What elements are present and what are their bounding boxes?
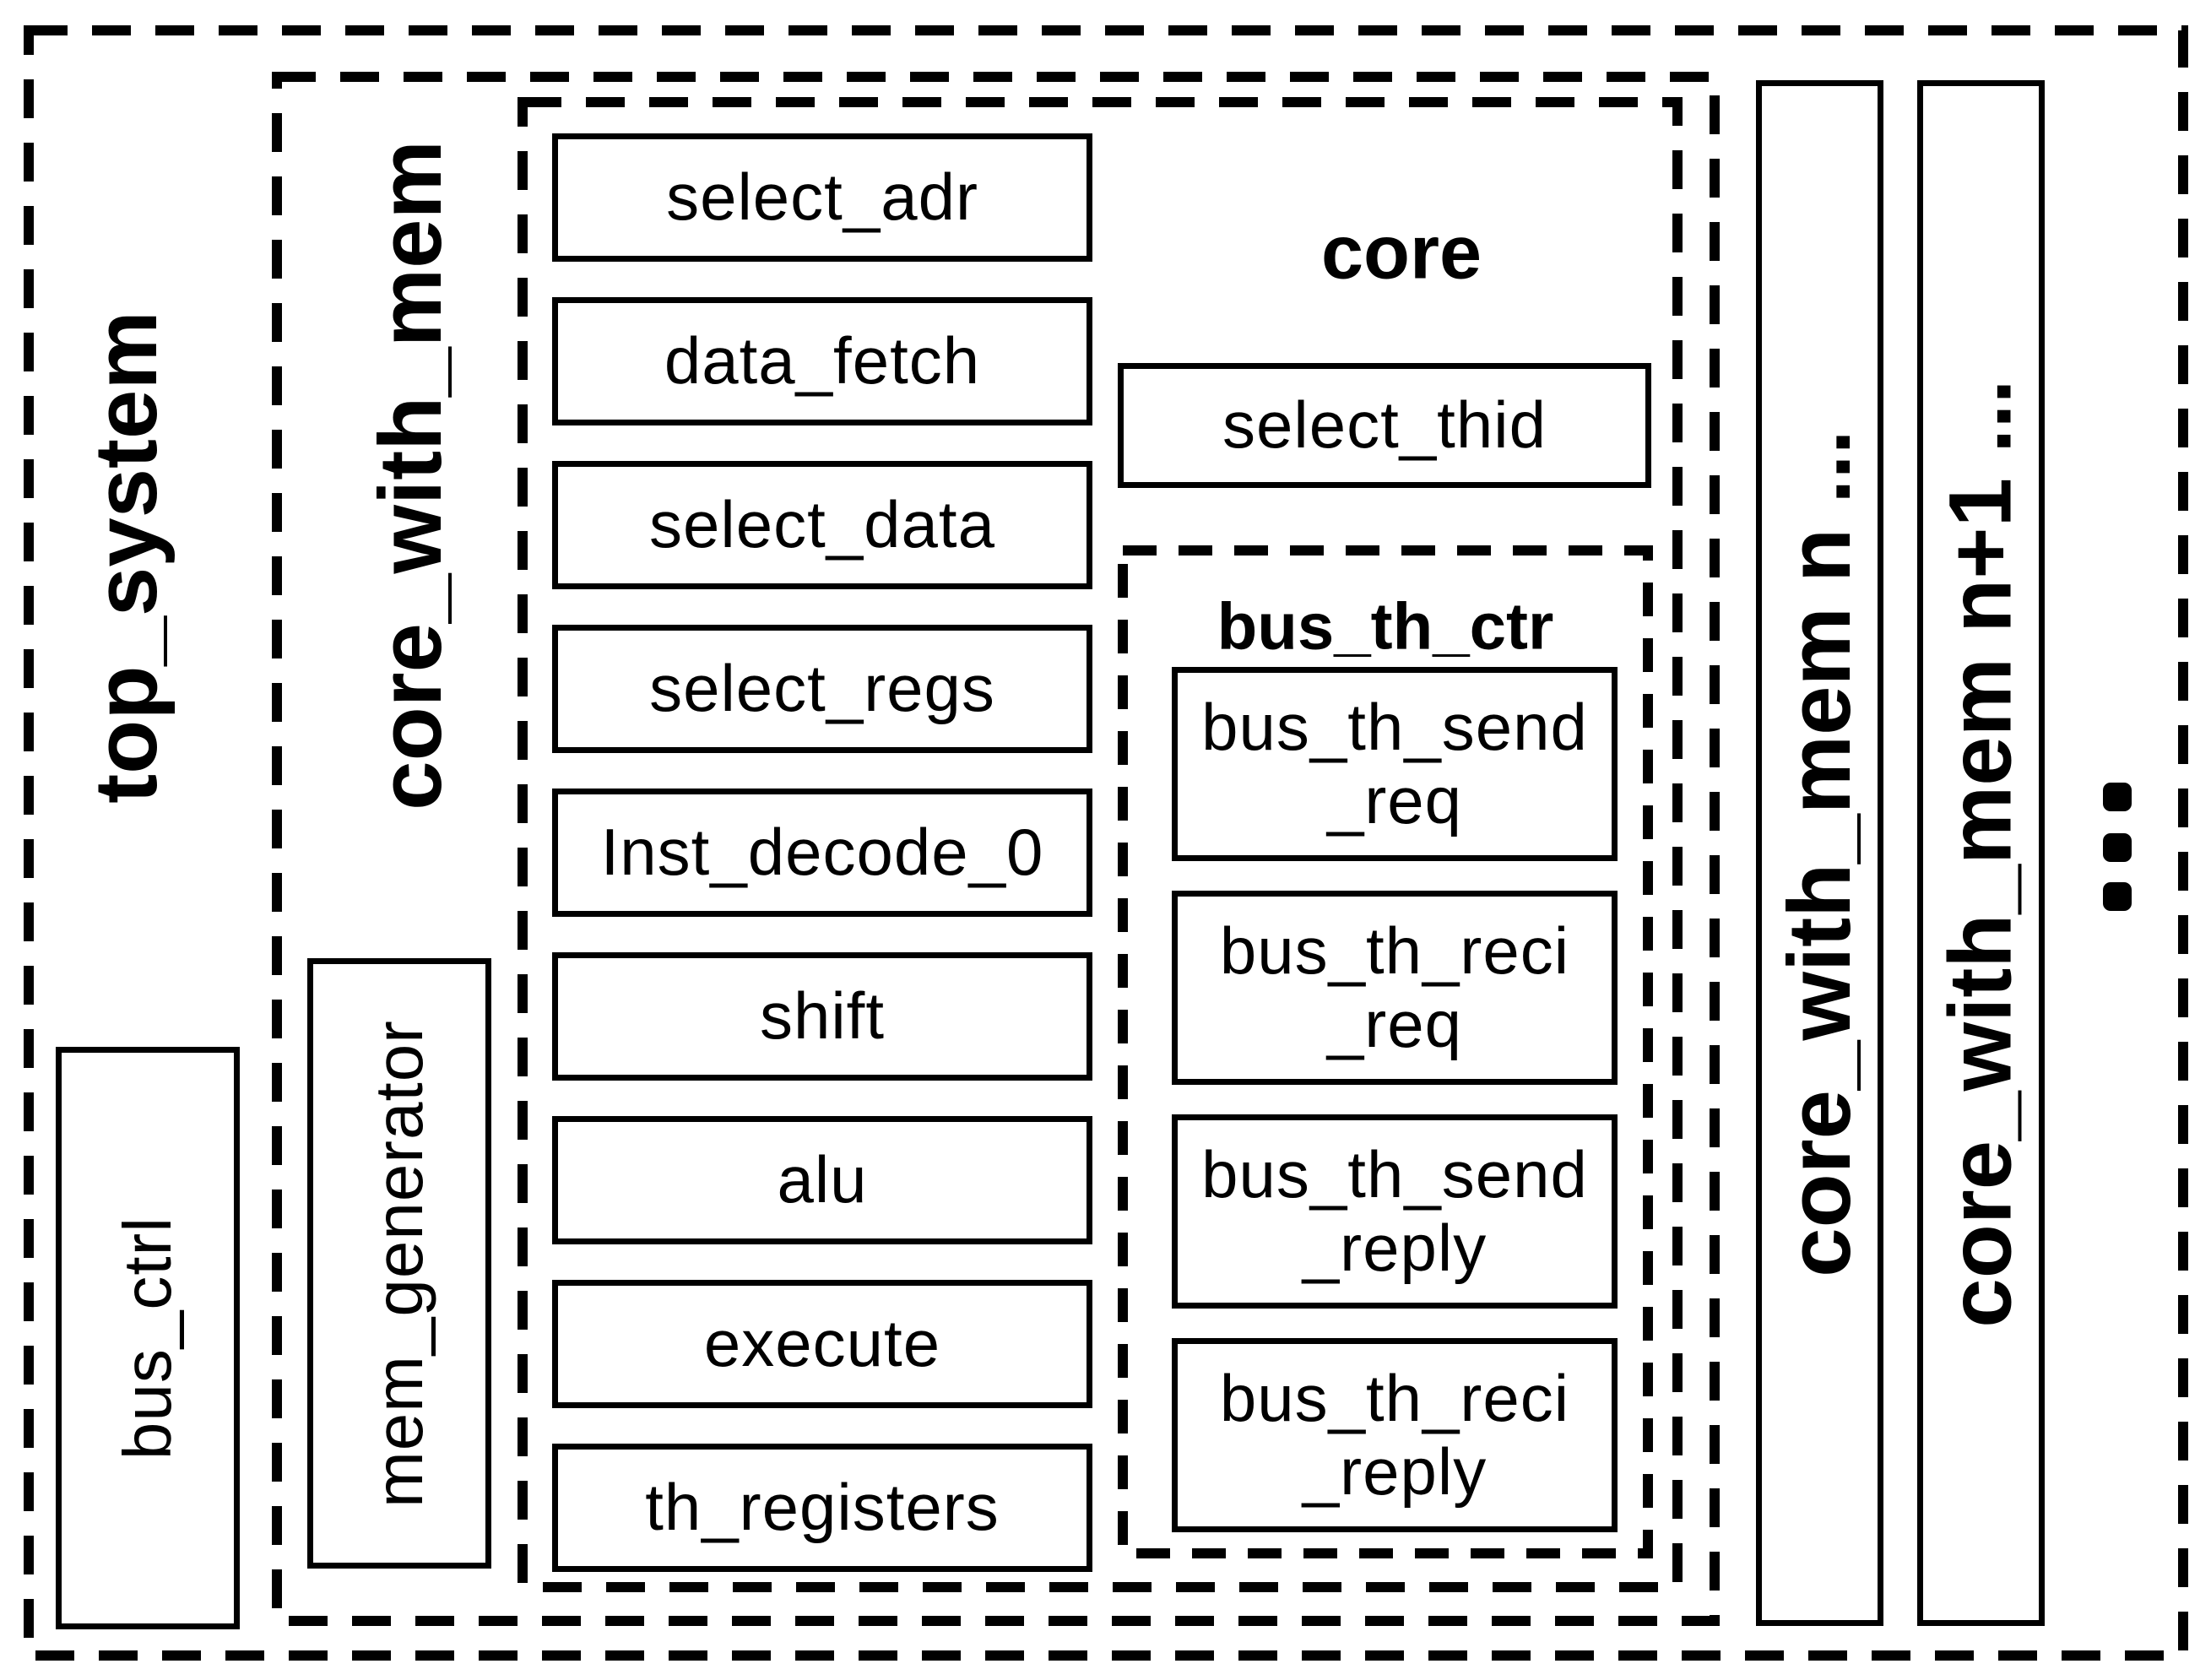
- ellipsis-dot: [2103, 882, 2132, 911]
- pipeline-block-th-registers: th_registers: [552, 1444, 1092, 1572]
- ellipsis-dot: [2103, 833, 2132, 862]
- core-with-mem-n-label: core_with_mem n ...: [1769, 429, 1869, 1277]
- core-with-mem-label: core_with_mem: [361, 140, 460, 810]
- bus-th-ctr-label: bus_th_ctr: [1217, 588, 1554, 664]
- pipeline-block-data-fetch: data_fetch: [552, 297, 1092, 425]
- core-with-mem-n-plus-1-label: core_with_mem n+1 ...: [1931, 378, 2030, 1328]
- mem-generator-label: mem_generator: [361, 1019, 437, 1508]
- bus-th-ctr-dashed-box: [1118, 545, 1653, 1558]
- pipeline-block-shift: shift: [552, 952, 1092, 1081]
- pipeline-block-select-data: select_data: [552, 461, 1092, 589]
- mem-generator-box: mem_generator: [307, 958, 491, 1569]
- core-with-mem-n-box: core_with_mem n ...: [1756, 80, 1883, 1626]
- pipeline-block-execute: execute: [552, 1280, 1092, 1408]
- pipeline-block-alu: alu: [552, 1116, 1092, 1244]
- bus-ctrl-label: bus_ctrl: [110, 1216, 185, 1461]
- ellipsis-dot: [2103, 783, 2132, 811]
- core-label: core: [1320, 210, 1482, 295]
- top-system-dashed-box: [24, 25, 2188, 1661]
- bus-th-send-reply-box: bus_th_send _reply: [1172, 1114, 1618, 1309]
- bus-ctrl-box: bus_ctrl: [56, 1047, 240, 1629]
- bus-th-reci-reply-box: bus_th_reci _reply: [1172, 1338, 1618, 1532]
- pipeline-block-select-regs: select_regs: [552, 625, 1092, 753]
- pipeline-block-inst-decode-0: Inst_decode_0: [552, 789, 1092, 917]
- bus-th-reci-req-box: bus_th_reci _req: [1172, 891, 1618, 1085]
- top-system-label: top_system: [77, 311, 176, 804]
- core-with-mem-dashed-box: [272, 72, 1720, 1626]
- core-with-mem-n-plus-1-box: core_with_mem n+1 ...: [1917, 80, 2045, 1626]
- bus-th-send-req-box: bus_th_send _req: [1172, 667, 1618, 861]
- core-dashed-box: [518, 97, 1683, 1592]
- pipeline-block-select-adr: select_adr: [552, 133, 1092, 262]
- select-thid-box: select_thid: [1118, 363, 1651, 488]
